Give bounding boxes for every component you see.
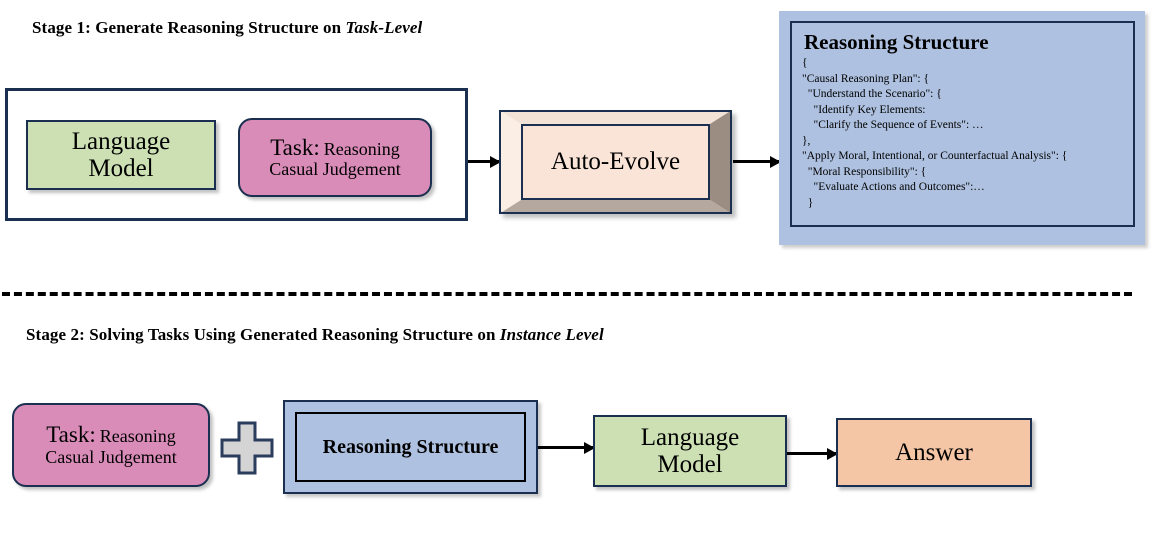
json-line: }, [802, 134, 811, 147]
json-line: "Clarify the Sequence of Events": … [802, 119, 984, 131]
json-line: "Understand the Scenario": { [802, 88, 942, 100]
json-line: "Causal Reasoning Plan": { [802, 72, 930, 85]
task-label-detail: Reasoning Casual Judgement [45, 426, 177, 467]
language-model-label: Language Model [640, 423, 740, 479]
reasoning-structure-panel-inner: Reasoning Structure { "Causal Reasoning … [790, 21, 1135, 227]
stage1-title-prefix: Stage 1: Generate Reasoning Structure on [32, 18, 346, 37]
language-model-node-stage1[interactable]: Language Model [26, 120, 216, 190]
answer-node[interactable]: Answer [836, 418, 1032, 487]
arrow-inputs-to-auto-evolve [468, 155, 501, 168]
auto-evolve-label: Auto-Evolve [550, 148, 681, 175]
auto-evolve-outline [499, 110, 732, 214]
language-model-label: Language Model [71, 127, 171, 183]
task-label-detail: Reasoning Casual Judgement [269, 138, 401, 180]
auto-evolve-node[interactable]: Auto-Evolve [499, 110, 732, 214]
stage1-title-emphasis: Task-Level [345, 18, 423, 37]
stage2-title-prefix: Stage 2: Solving Tasks Using Generated R… [26, 325, 500, 344]
stage-divider [2, 292, 1132, 296]
bevel-right-face [710, 110, 732, 214]
stage1-title: Stage 1: Generate Reasoning Structure on… [32, 18, 422, 38]
json-line: "Evaluate Actions and Outcomes":… [802, 181, 985, 193]
arrow-auto-evolve-to-reasoning-structure [733, 155, 781, 168]
task-node-stage2[interactable]: Task: Reasoning Casual Judgement [12, 403, 210, 487]
plus-icon [219, 420, 275, 476]
bevel-top-face [499, 110, 732, 124]
stage2-title: Stage 2: Solving Tasks Using Generated R… [26, 325, 604, 345]
task-label-prefix: Task: [270, 134, 320, 160]
auto-evolve-front-face: Auto-Evolve [521, 124, 710, 200]
json-line: "Moral Responsibility": { [802, 165, 927, 178]
json-line: "Identify Key Elements: [802, 103, 926, 116]
answer-label: Answer [895, 438, 973, 466]
reasoning-structure-node-stage2[interactable]: Reasoning Structure [283, 400, 538, 494]
arrow-language-model-to-answer [787, 447, 838, 460]
json-line: } [802, 196, 814, 209]
reasoning-structure-panel[interactable]: Reasoning Structure { "Causal Reasoning … [779, 11, 1145, 245]
language-model-node-stage2[interactable]: Language Model [593, 415, 787, 487]
reasoning-structure-panel-title: Reasoning Structure [804, 30, 989, 54]
bevel-bottom-face [499, 200, 732, 214]
task-label-prefix: Task: [46, 422, 96, 448]
bevel-left-face [499, 110, 521, 214]
reasoning-structure-node-inner: Reasoning Structure [295, 412, 526, 482]
arrow-reasoning-structure-to-language-model [538, 441, 595, 454]
reasoning-structure-node-label: Reasoning Structure [322, 435, 499, 458]
task-node-stage1[interactable]: Task: Reasoning Casual Judgement [238, 118, 432, 197]
task-node-stage2-text: Task: Reasoning Casual Judgement [39, 422, 182, 467]
json-line: { [802, 57, 808, 69]
json-line: "Apply Moral, Intentional, or Counterfac… [802, 150, 1068, 162]
task-node-stage1-text: Task: Reasoning Casual Judgement [263, 135, 406, 180]
stage2-title-emphasis: Instance Level [499, 325, 604, 344]
